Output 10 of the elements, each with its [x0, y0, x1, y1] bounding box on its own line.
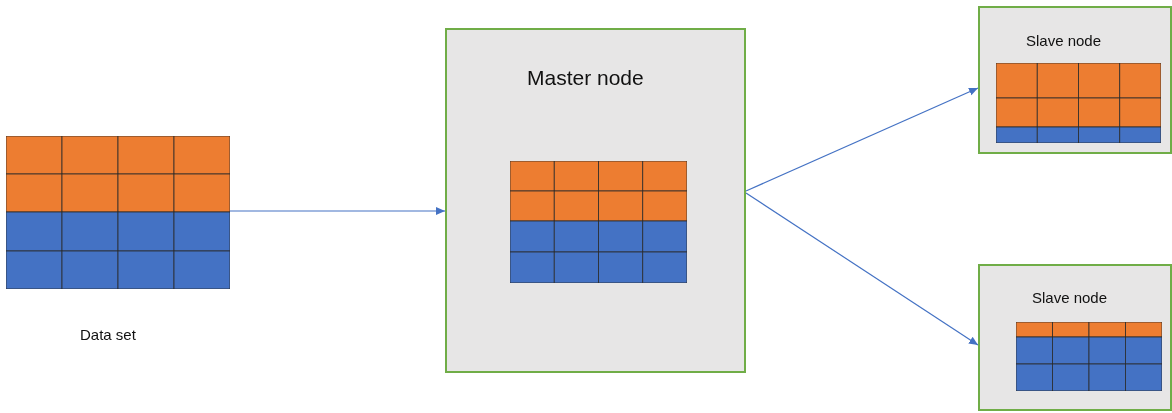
node-box — [445, 28, 746, 373]
node-box — [978, 264, 1172, 411]
node-title: Master node — [527, 66, 644, 90]
node-title: Slave node — [1026, 32, 1102, 49]
node-box — [978, 6, 1172, 154]
arrow — [745, 192, 979, 346]
arrow — [229, 207, 446, 215]
node-title: Slave node — [1032, 289, 1108, 306]
node-caption: Data set — [80, 326, 136, 343]
arrow — [745, 87, 979, 192]
